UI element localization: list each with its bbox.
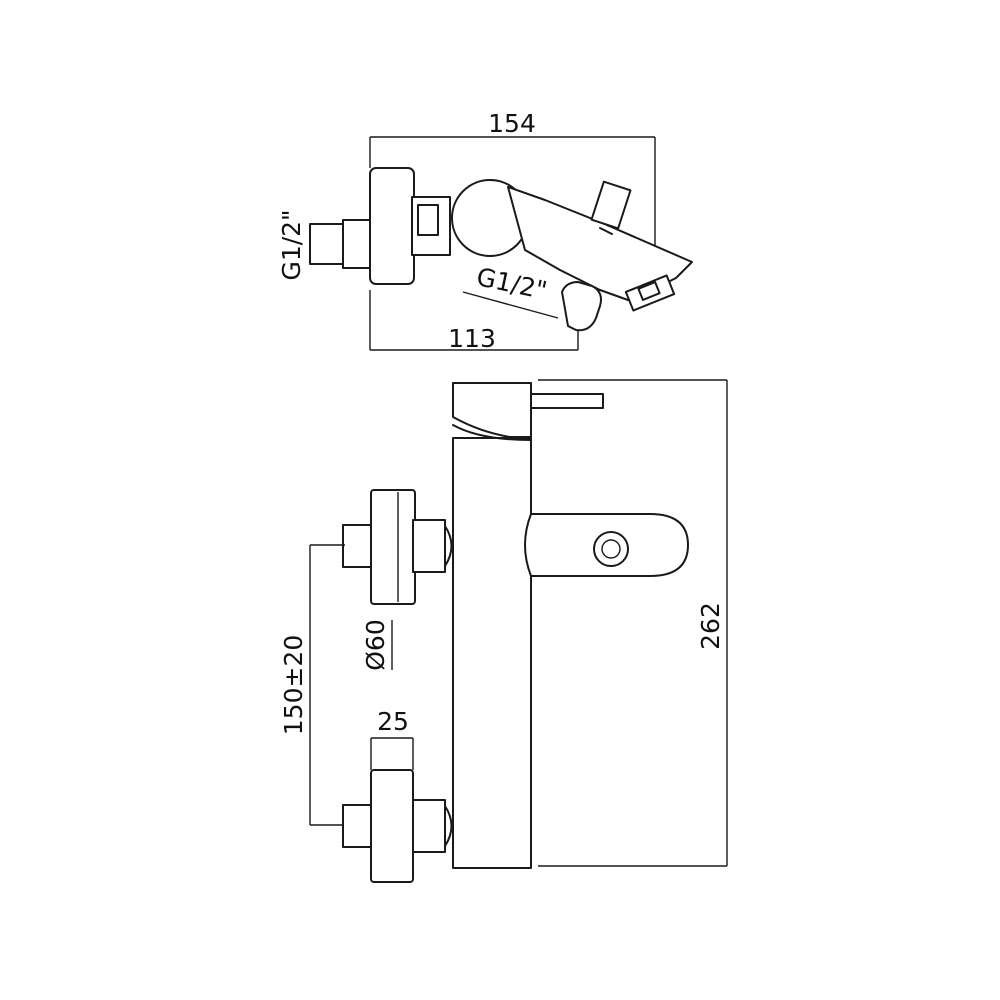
dimension-escutcheon-depth: 25 — [370, 707, 414, 770]
lower-inlet-pipe — [342, 804, 374, 848]
inlet-pipe-top — [309, 223, 349, 265]
dimension-total-height: 262 — [538, 379, 728, 867]
dimension-inlet-centers: 150±20 — [279, 544, 345, 826]
escutcheon-diameter-label: Ø60 — [361, 619, 390, 671]
lever-handle-side — [530, 393, 604, 409]
mixer-body-side — [452, 437, 532, 869]
inlet-thread-label: G1/2" — [277, 209, 306, 280]
lower-escutcheon — [370, 769, 414, 883]
upper-inlet-pipe — [342, 524, 374, 568]
dimension-inlet-to-outlet: 113 — [369, 290, 579, 353]
dimension-label-150: 150±20 — [279, 635, 308, 735]
dimension-total-width: 154 — [369, 109, 656, 290]
lower-connector — [412, 799, 446, 853]
dimension-label-25: 25 — [377, 707, 409, 736]
shower-outlet-top — [561, 281, 602, 332]
side-view: 262 Ø60 150±20 — [279, 379, 728, 883]
dimension-label-154: 154 — [488, 109, 536, 138]
upper-escutcheon — [370, 489, 416, 605]
inlet-nut-top — [342, 219, 374, 269]
dimension-label-113: 113 — [448, 324, 496, 353]
upper-connector — [412, 519, 446, 573]
connector-inner-top — [417, 204, 439, 236]
lever-top — [590, 180, 632, 230]
escutcheon-top — [369, 167, 415, 285]
diverter-knob-side — [593, 531, 629, 567]
cartridge-head — [452, 382, 532, 438]
dimension-label-262: 262 — [696, 602, 725, 650]
top-view: 154 G1/2" G1/2" 113 — [277, 109, 693, 353]
